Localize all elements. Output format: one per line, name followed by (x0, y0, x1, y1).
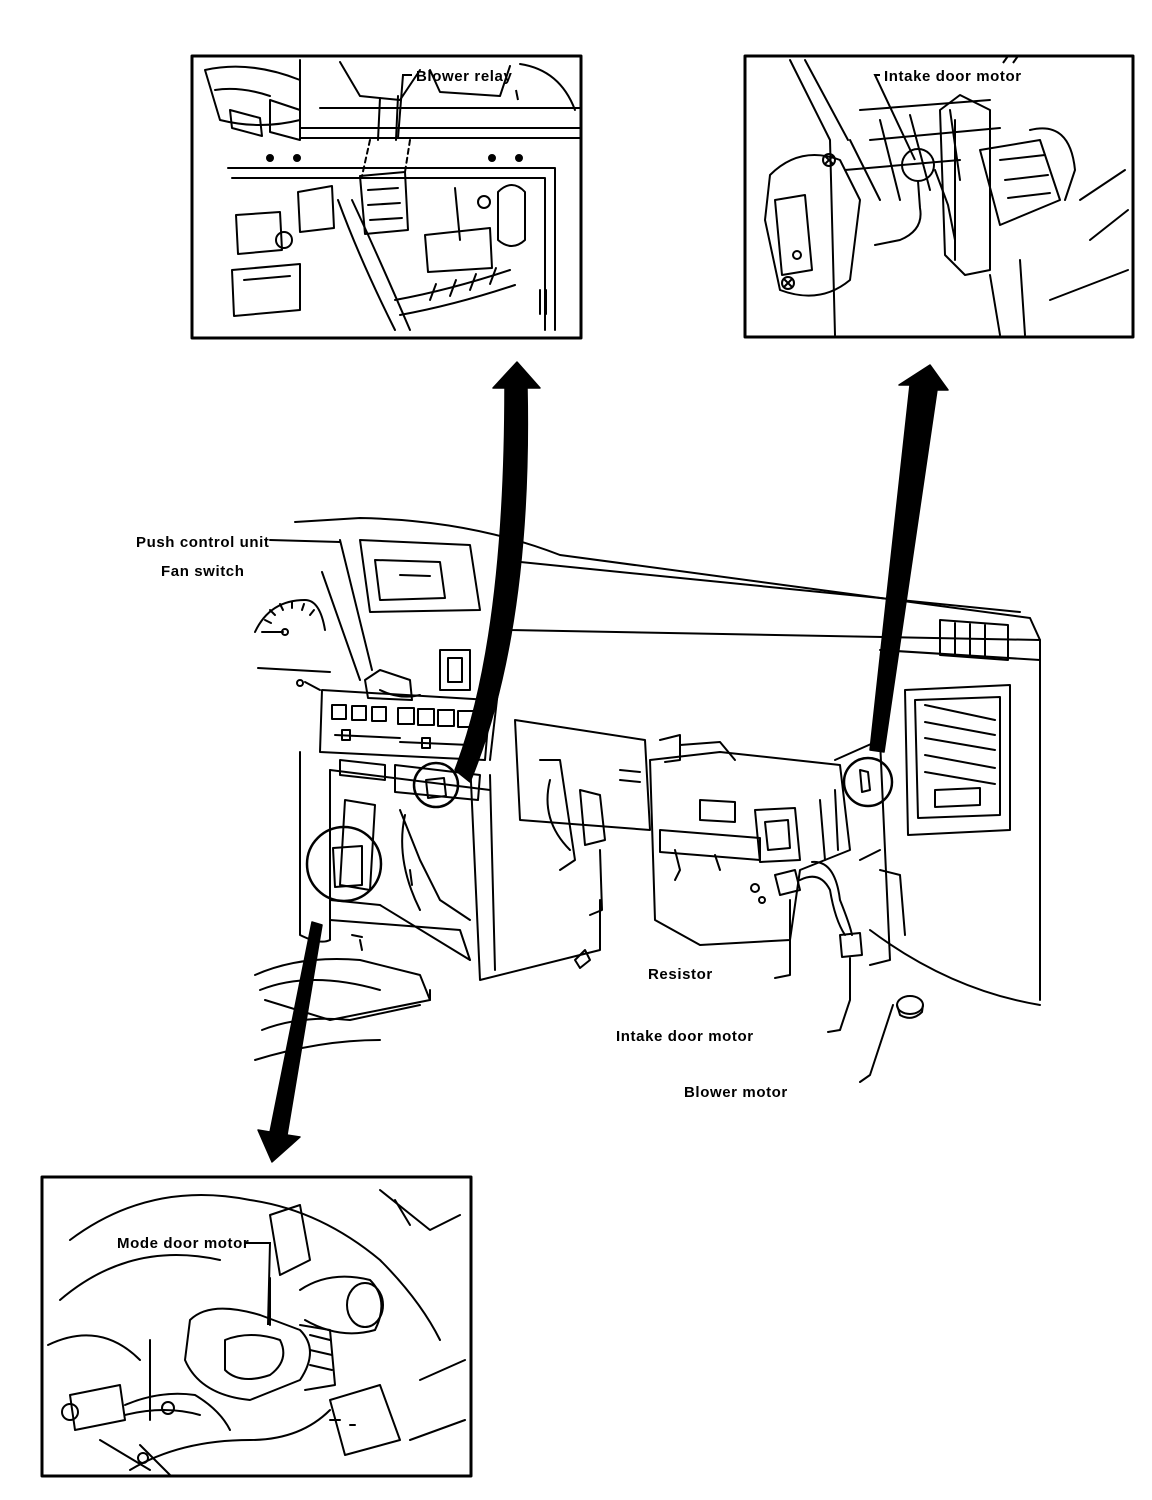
main-dashboard (254, 517, 1041, 1083)
label-mode-door-motor: Mode door motor (117, 1235, 250, 1252)
label-fan-switch: Fan switch (161, 563, 245, 580)
arrow-to-blower-relay (454, 361, 541, 783)
label-blower-relay: Blower relay (416, 68, 513, 85)
label-blower-motor: Blower motor (684, 1084, 788, 1101)
label-resistor: Resistor (648, 966, 713, 983)
inset-blower-relay (190, 54, 583, 340)
arrow-to-intake-door-motor (869, 364, 949, 753)
label-push-control-unit: Push control unit (136, 534, 270, 551)
label-intake-door-motor: Intake door motor (616, 1028, 754, 1045)
inset-intake-door-motor (743, 54, 1135, 339)
arrow-to-mode-door-motor (257, 921, 323, 1163)
inset-mode-door-motor (40, 1175, 473, 1478)
label-intake-door-motor-inset: Intake door motor (884, 68, 1022, 85)
